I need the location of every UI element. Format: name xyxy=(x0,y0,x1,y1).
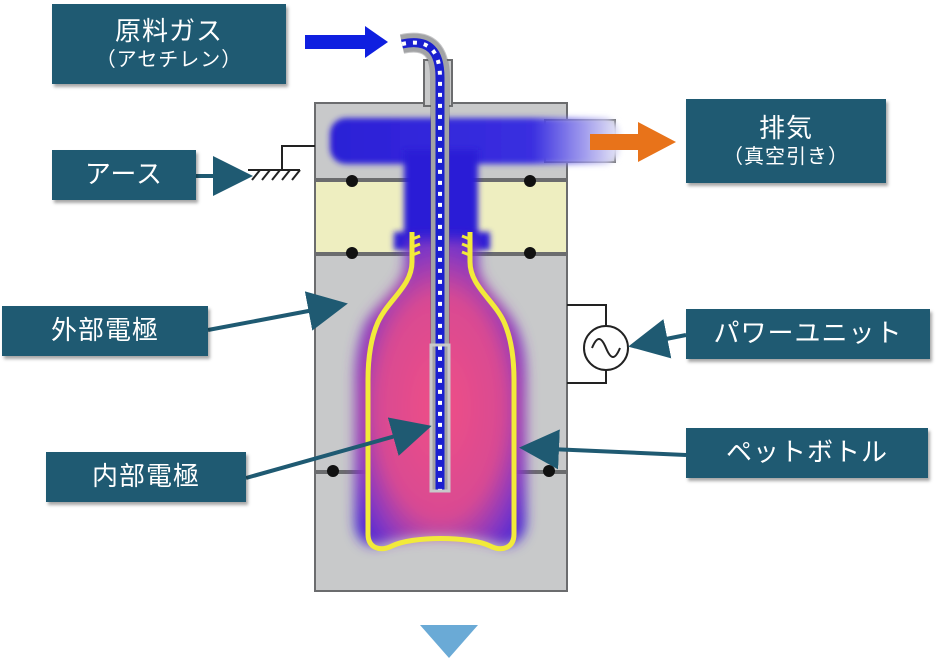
pet-bottle-label: ペットボトル xyxy=(686,428,928,478)
exhaust-title: 排気 xyxy=(758,114,813,144)
seal-o-rings xyxy=(327,175,555,477)
source-gas-title: 原料ガス xyxy=(114,17,223,47)
outer-electrode-title: 外部電極 xyxy=(50,316,159,346)
pet-bottle-outline xyxy=(365,232,517,552)
pointer-arrows xyxy=(196,156,687,480)
power-unit-label: パワーユニット xyxy=(686,309,930,359)
power-unit-title: パワーユニット xyxy=(713,319,903,349)
ground-symbol-icon xyxy=(248,145,315,181)
source-gas-subtitle: （アセチレン） xyxy=(95,47,243,71)
inner-electrode-tube xyxy=(399,32,451,493)
down-triangle-icon xyxy=(420,625,478,658)
pet-bottle-title: ペットボトル xyxy=(725,438,888,468)
right-arrow-icon xyxy=(305,26,388,58)
inner-electrode-title: 内部電極 xyxy=(91,462,200,492)
ground-title: アース xyxy=(84,160,164,190)
bottle-neck-threads xyxy=(409,234,473,258)
source-gas-label: 原料ガス （アセチレン） xyxy=(52,4,286,84)
inner-electrode-label: 内部電極 xyxy=(46,452,246,502)
outer-electrode-label: 外部電極 xyxy=(2,306,208,356)
ac-source-icon xyxy=(567,304,629,384)
exhaust-subtitle: （真空引き） xyxy=(723,144,849,168)
exhaust-arrow-icon xyxy=(590,122,676,162)
exhaust-label: 排気 （真空引き） xyxy=(686,99,886,183)
ground-label: アース xyxy=(52,150,196,200)
